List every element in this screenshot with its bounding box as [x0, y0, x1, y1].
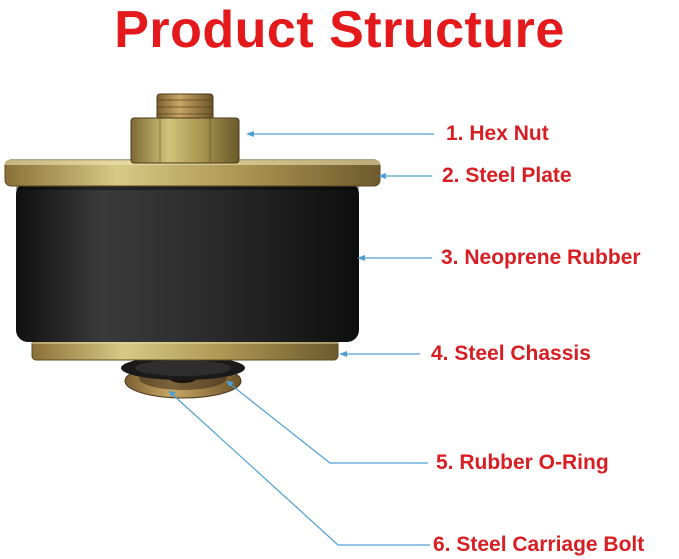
leader-arrow-1 [246, 131, 254, 137]
leader-arrow-4 [339, 351, 347, 357]
neoprene-rubber [16, 182, 359, 342]
label-rubber-o-ring: 5. Rubber O-Ring [436, 451, 609, 474]
leader-arrow-5 [226, 381, 234, 387]
leader-arrow-6 [168, 391, 176, 397]
leader-line-6 [171, 393, 430, 546]
label-steel-chassis: 4. Steel Chassis [431, 342, 591, 365]
leader-lines [168, 131, 434, 546]
label-hex-nut: 1. Hex Nut [446, 122, 549, 145]
leader-arrow-2 [378, 173, 386, 179]
steel-plate [4, 159, 381, 187]
hex-nut [130, 93, 240, 164]
rubber-o-ring [121, 356, 245, 380]
steel-chassis [31, 339, 339, 361]
label-neoprene-rubber: 3. Neoprene Rubber [441, 246, 641, 269]
label-steel-plate: 2. Steel Plate [442, 164, 572, 187]
leader-line-5 [229, 383, 428, 464]
diagram-title: Product Structure [114, 1, 565, 59]
leader-arrow-3 [357, 255, 365, 261]
label-steel-carriage-bolt: 6. Steel Carriage Bolt [433, 533, 645, 556]
